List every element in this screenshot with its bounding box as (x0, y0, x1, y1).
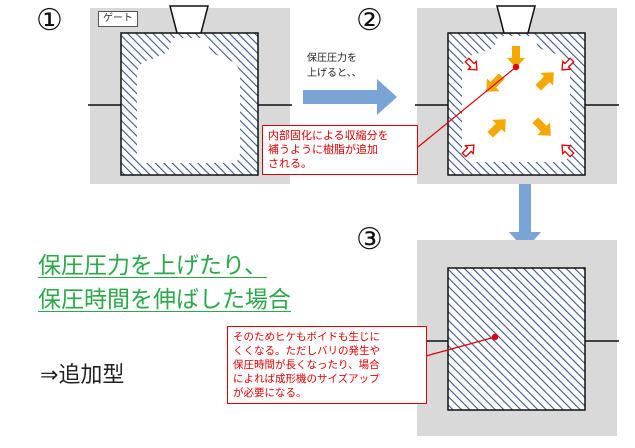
result-label: ⇒追加型 (40, 363, 125, 388)
callout-bottom-leader-line (425, 336, 496, 357)
flow-arrow-1-to-2 (303, 79, 397, 115)
panel-3 (413, 240, 619, 436)
callout-top-line-2: 補うように樹脂が追加 (268, 143, 378, 156)
pressure-arrow-lower-left (487, 119, 506, 138)
pressure-arrow-down (507, 46, 525, 68)
headline-line-1: 保圧圧力を上げたり、 (38, 253, 268, 279)
corner-arrow-top-right (561, 57, 575, 71)
corner-arrows (461, 57, 575, 158)
callout-bottom: そのためヒケもボイドも生じに くくなる。ただしバリの発生や 保圧時間が長くなった… (227, 326, 427, 404)
callout-bottom-line-4: によれば成形機のサイズアップ (233, 373, 380, 385)
arrow-note: 保圧圧力を 上げると、、 (307, 51, 362, 81)
corner-arrow-bottom-left (461, 144, 475, 158)
callout-top-leader-line (417, 66, 517, 148)
callout-bottom-line-1: そのためヒケもボイドも生じに (233, 331, 380, 343)
panel-2 (415, 5, 619, 184)
panel-3-filled-cavity (447, 267, 586, 411)
headline-line-2: 保圧時間を伸ばした場合 (38, 287, 291, 313)
panel-2-gate-nozzle (496, 5, 536, 34)
callout-top: 内部固化による収縮分を 補うように樹脂が追加 される。 (262, 125, 418, 175)
arrow-note-line-2: 上げると、、 (307, 68, 362, 79)
gate-label: ゲート (98, 11, 138, 27)
corner-arrow-top-left (464, 57, 478, 71)
panel-1-melt-region (137, 38, 240, 163)
pressure-arrow-lower-right (532, 117, 551, 136)
callout-bottom-line-5: が必要になる。 (233, 387, 307, 399)
callout-bottom-line-2: くくなる。ただしバリの発生や (233, 345, 380, 357)
step-2-number: ② (356, 3, 383, 38)
callout-bottom-line-3: 保圧時間が長くなったり、場合 (233, 359, 380, 371)
step-1-number: ① (36, 3, 63, 38)
callout-top-line-3: される。 (268, 157, 312, 170)
flow-arrow-2-to-3 (509, 184, 541, 250)
step-3-number: ③ (356, 222, 383, 257)
corner-arrow-bottom-right (561, 144, 575, 158)
pressure-arrow-upper-right (535, 72, 554, 91)
arrow-note-line-1: 保圧圧力を (307, 53, 357, 64)
panel-1 (88, 5, 292, 184)
callout-top-line-1: 内部固化による収縮分を (268, 129, 389, 142)
panel-1-gate-nozzle (169, 5, 209, 34)
